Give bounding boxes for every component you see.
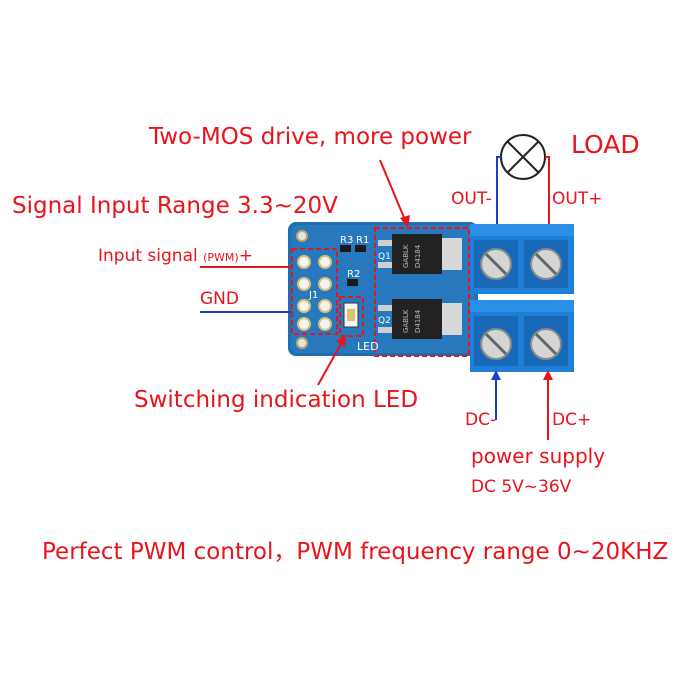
mos-bot-code: D4184 bbox=[414, 309, 422, 333]
mos-pointer-arrow bbox=[379, 159, 410, 228]
led-pointer-arrow bbox=[317, 335, 346, 386]
dc-plus-arrow bbox=[543, 370, 553, 440]
terminal-block-output bbox=[470, 224, 574, 294]
switch-led-label: Switching indication LED bbox=[134, 387, 419, 413]
dc-minus-label: DC- bbox=[465, 410, 497, 430]
silk-r1: R1 bbox=[356, 235, 369, 246]
input-signal-pwm: (PWM) bbox=[203, 251, 239, 264]
header-highlight-box bbox=[291, 248, 338, 335]
signal-range-label: Signal Input Range 3.3~20V bbox=[12, 193, 338, 219]
load-label: LOAD bbox=[571, 130, 640, 159]
gnd-label: GND bbox=[200, 289, 239, 309]
power-supply-label: power supply bbox=[471, 444, 606, 468]
mos-highlight-box bbox=[374, 227, 470, 357]
two-mos-label: Two-MOS drive, more power bbox=[149, 124, 472, 150]
pcb-board bbox=[288, 222, 478, 356]
silk-q2: Q2 bbox=[378, 316, 391, 326]
dc-minus-arrow bbox=[491, 370, 501, 420]
bottom-caption: Perfect PWM control，PWM frequency range … bbox=[42, 539, 669, 565]
terminal-block-power bbox=[470, 300, 574, 372]
dc-plus-label: DC+ bbox=[552, 410, 592, 430]
mos-top-lot: GABLK bbox=[402, 244, 410, 268]
out-plus-label: OUT+ bbox=[552, 189, 603, 209]
dc-range-label: DC 5V~36V bbox=[471, 477, 572, 497]
silk-j1: J1 bbox=[308, 290, 318, 301]
led-highlight-box bbox=[339, 296, 364, 337]
input-signal-text: Input signal bbox=[98, 246, 204, 266]
input-signal-plus: + bbox=[238, 246, 253, 266]
load-wire-negative bbox=[496, 156, 501, 240]
silk-q1: Q1 bbox=[378, 252, 391, 262]
mos-bot-lot: GABLK bbox=[402, 309, 410, 333]
out-minus-label: OUT- bbox=[451, 189, 492, 209]
load-wire-positive bbox=[545, 156, 550, 240]
load-lamp-icon bbox=[500, 134, 546, 180]
silk-r2: R2 bbox=[347, 269, 360, 280]
silk-r3: R3 bbox=[340, 235, 353, 246]
mos-top-code: D4184 bbox=[414, 244, 422, 268]
silk-led: LED bbox=[357, 340, 379, 353]
input-signal-label: Input signal (PWM)+ bbox=[98, 248, 253, 265]
